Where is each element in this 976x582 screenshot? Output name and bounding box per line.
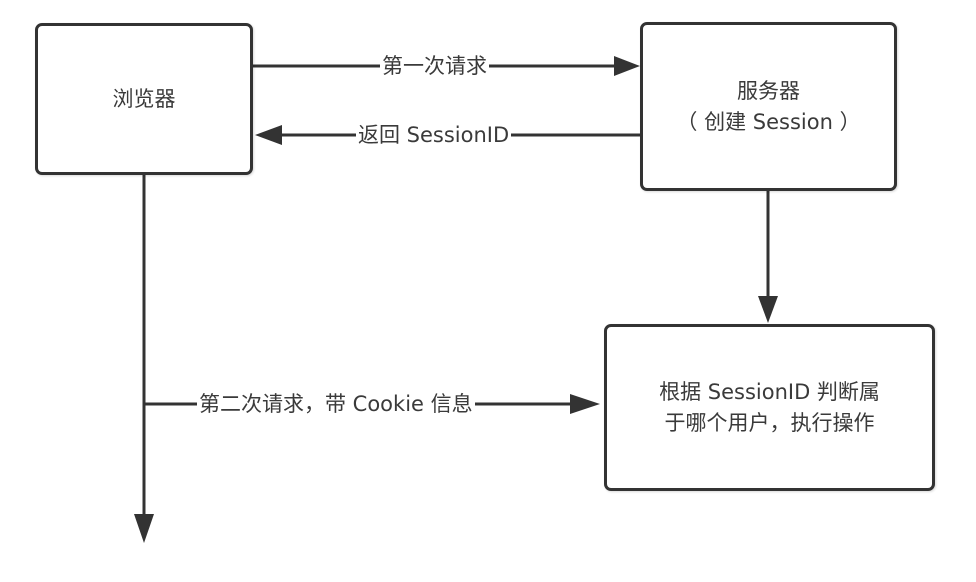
node-server: 服务器 （ 创建 Session ） [640, 22, 897, 191]
edge-label-return-session: 返回 SessionID [356, 122, 512, 148]
edge-label-first-request: 第一次请求 [380, 53, 489, 79]
node-handler-line2: 于哪个用户，执行操作 [664, 410, 875, 435]
node-server-subtitle: （ 创建 Session ） [676, 109, 861, 134]
edge-label-second-request: 第二次请求，带 Cookie 信息 [197, 391, 475, 417]
node-handler-line1: 根据 SessionID 判断属 [659, 379, 880, 404]
node-browser: 浏览器 [35, 23, 253, 175]
arrowhead-server-to-handler [758, 296, 778, 323]
arrowhead-second-request [570, 394, 600, 414]
arrowhead-return-session [255, 125, 282, 145]
node-browser-label: 浏览器 [112, 86, 176, 111]
node-handler: 根据 SessionID 判断属 于哪个用户，执行操作 [604, 324, 935, 491]
arrowhead-browser-timeline [134, 514, 154, 543]
node-server-title: 服务器 [737, 78, 800, 103]
arrowhead-first-request [614, 56, 640, 76]
